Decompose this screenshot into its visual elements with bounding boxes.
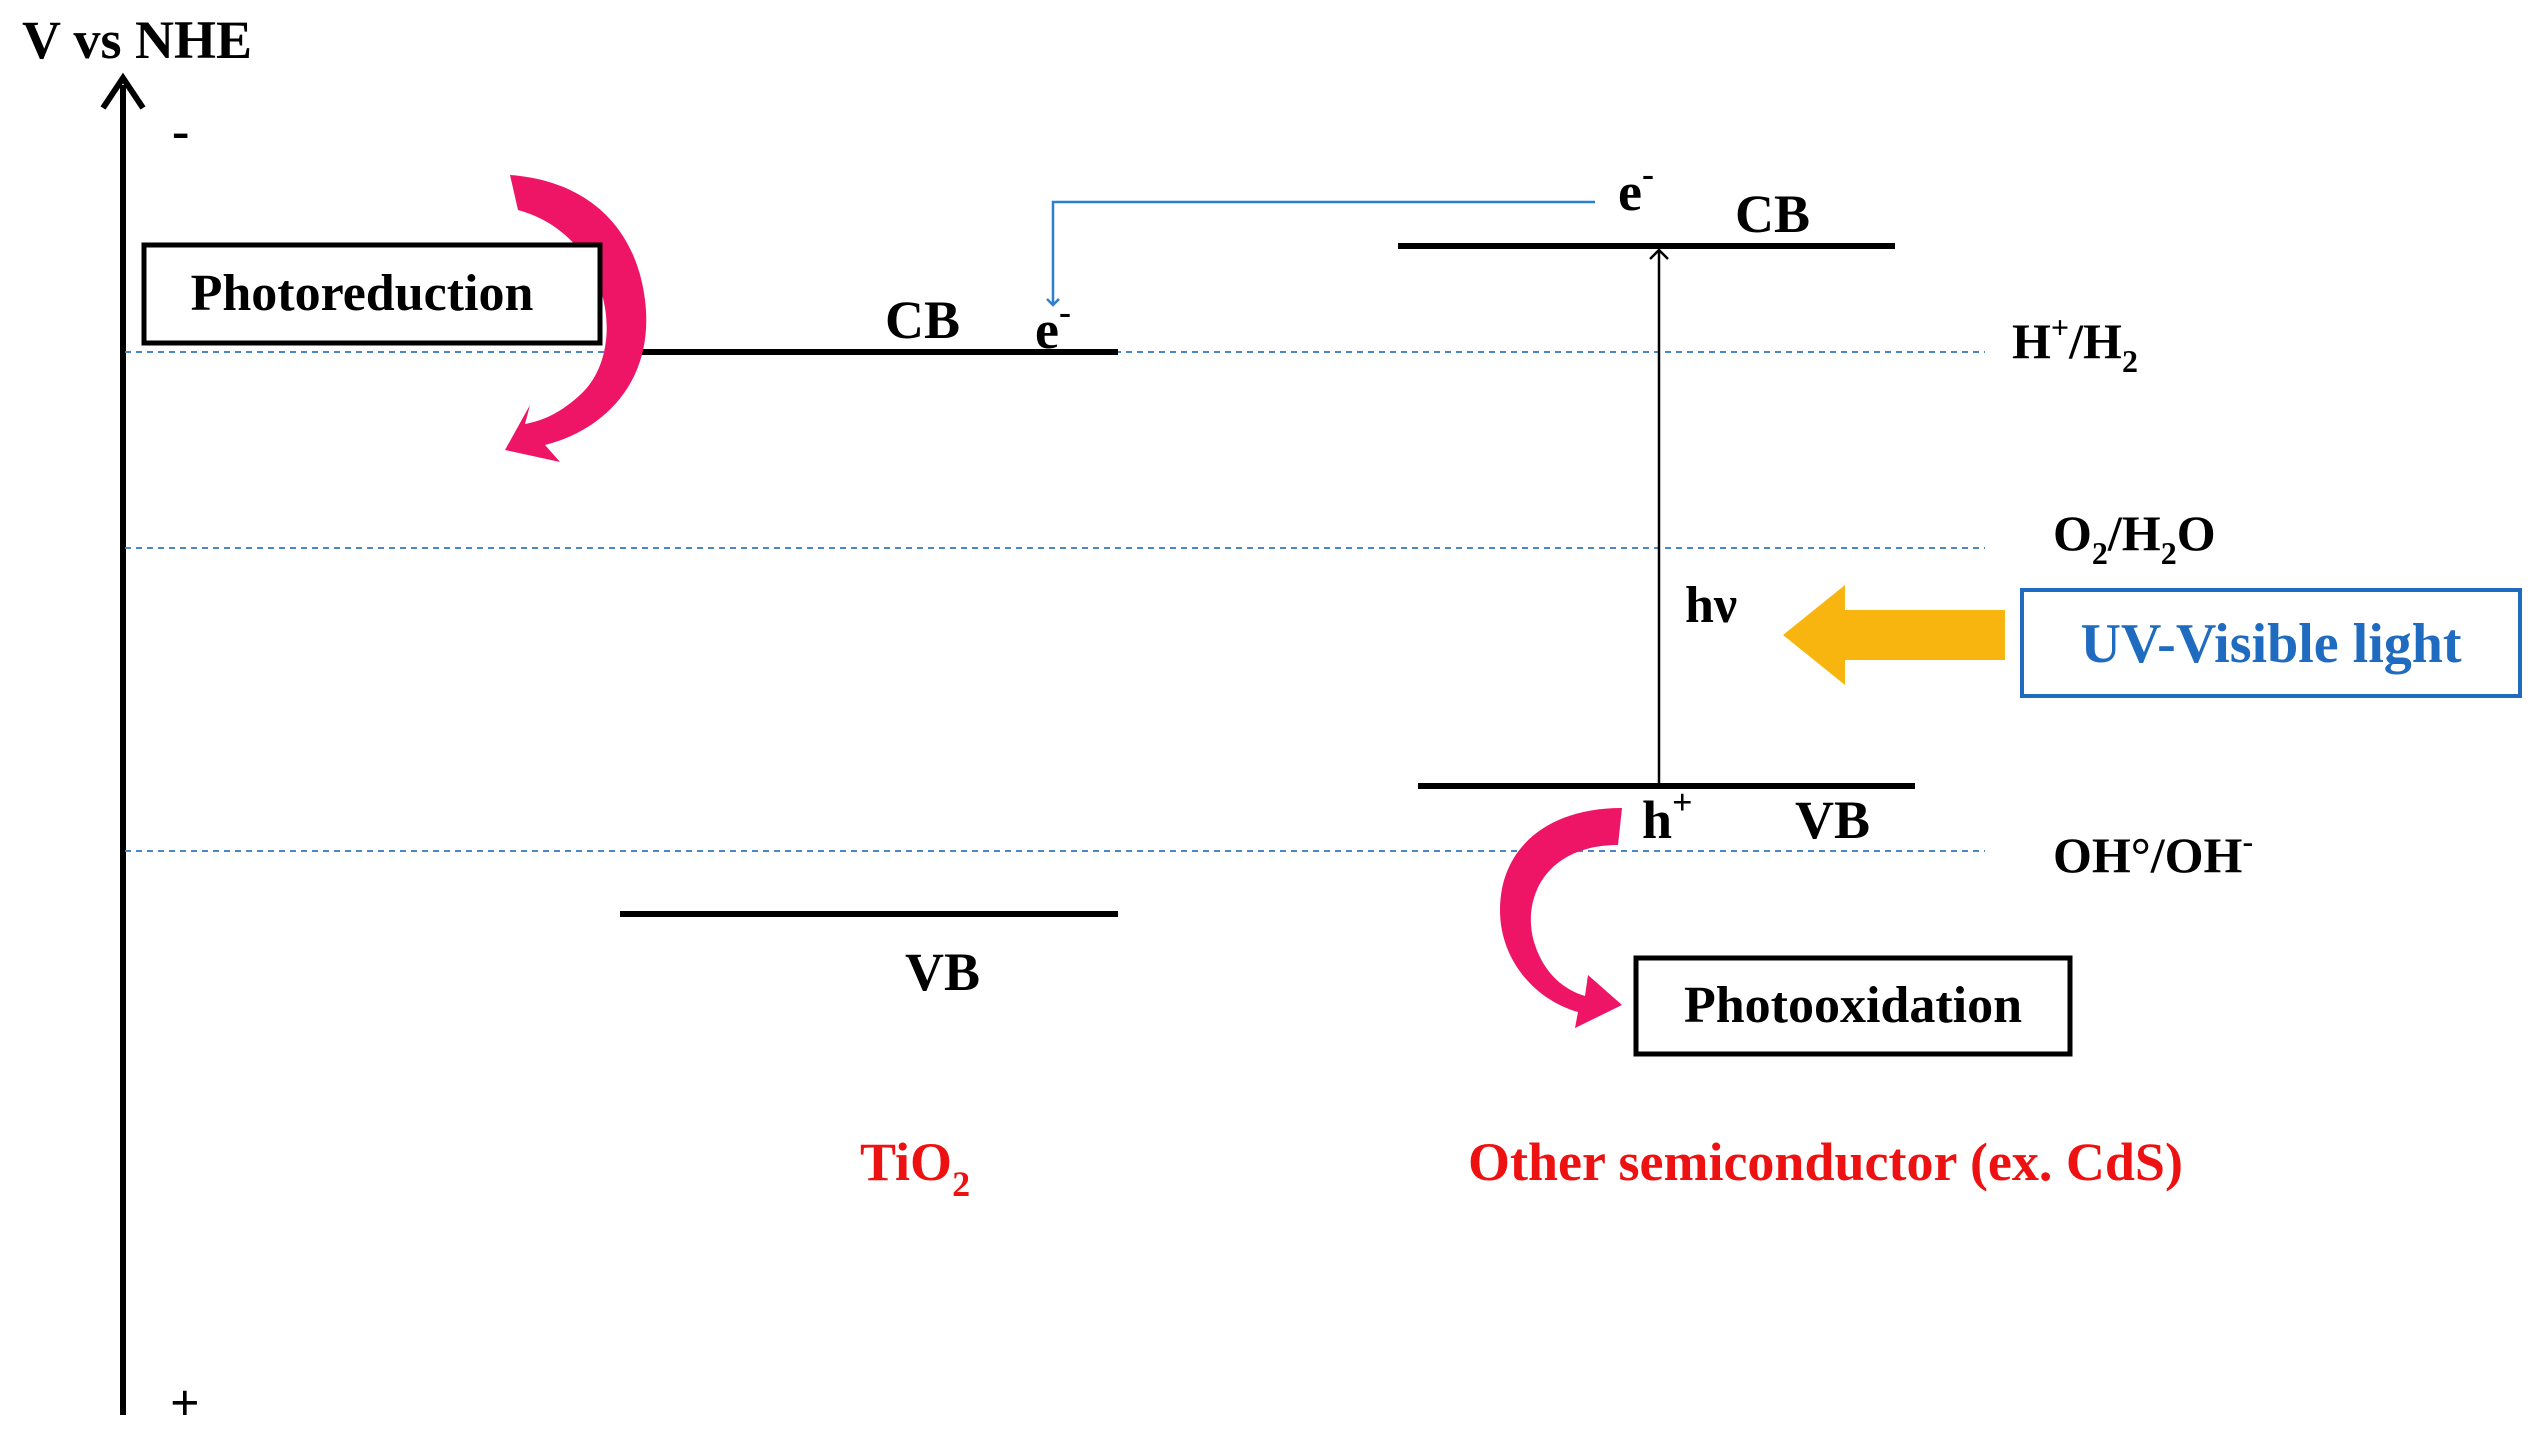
light-arrow: [1783, 585, 2005, 685]
light-box: [2020, 588, 2522, 698]
axis-title: V vs NHE: [22, 10, 252, 70]
photoreduction-arrow: [505, 175, 647, 462]
redox-label-oh: OH°/OH-: [2053, 823, 2253, 883]
photooxidation-label: Photooxidation: [1684, 977, 2022, 1034]
potential-axis-arrowhead: [100, 72, 146, 110]
photoreduction-box: [141, 242, 603, 346]
other-semiconductor-name: Other semiconductor (ex. CdS): [1468, 1132, 2183, 1192]
redox-label-h2: H+/H2: [2012, 309, 2138, 379]
photon-label: hν: [1685, 577, 1737, 634]
tio2-electron-label: e-: [1035, 292, 1071, 360]
axis-positive-sign: +: [170, 1375, 200, 1432]
other-cb-label: CB: [1735, 184, 1810, 244]
photoreduction-label: Photoreduction: [191, 265, 534, 322]
axis-negative-sign: -: [172, 103, 189, 160]
photooxidation-arrow: [1500, 808, 1622, 1028]
tio2-cb-label: CB: [885, 290, 960, 350]
other-hole-label: h+: [1642, 782, 1693, 850]
tio2-vb-label: VB: [905, 942, 980, 1002]
other-electron-label: e-: [1618, 154, 1654, 222]
light-box-label: UV-Visible light: [2080, 613, 2461, 675]
redox-label-o2: O2/H2O: [2053, 505, 2216, 571]
tio2-name: TiO2: [860, 1132, 970, 1204]
electron-transfer-arrow: [1046, 200, 1595, 307]
other-vb-label: VB: [1795, 790, 1870, 850]
photooxidation-box: [1633, 955, 2073, 1057]
